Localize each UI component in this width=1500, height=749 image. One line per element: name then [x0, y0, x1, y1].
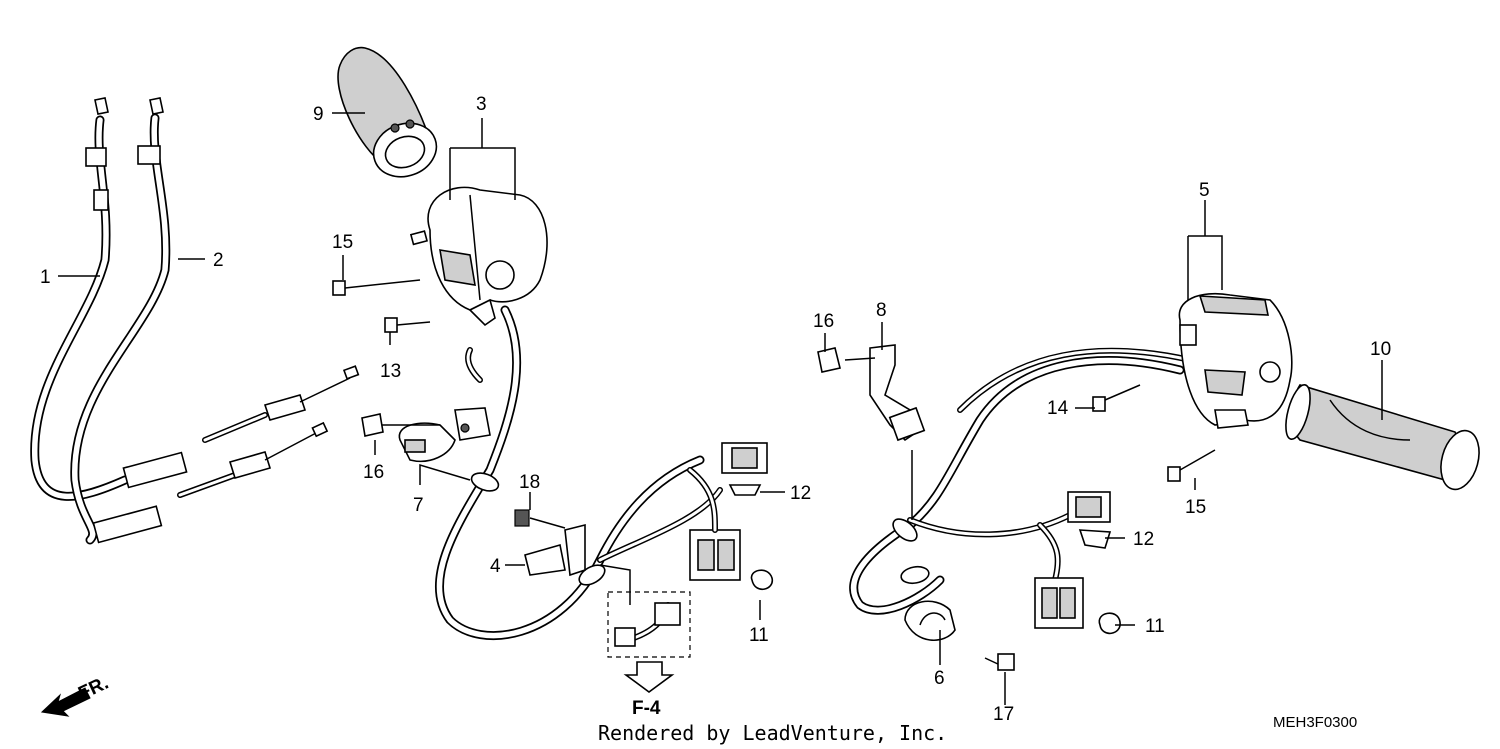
left-screws	[332, 279, 431, 333]
bracket-8	[817, 344, 926, 442]
clutch-switch-7	[361, 407, 491, 462]
reference-label: F-4	[632, 698, 661, 719]
callout-6: 6	[934, 668, 945, 689]
throttle-cable-2	[70, 97, 329, 545]
throttle-cable-1	[30, 97, 360, 501]
callout-9: 9	[313, 104, 324, 125]
callout-4: 4	[490, 556, 501, 577]
throttle-grip-9	[337, 46, 438, 178]
callout-2: 2	[213, 250, 224, 271]
callout-12-left: 12	[790, 483, 811, 504]
callout-16-right: 16	[813, 311, 834, 332]
callout-17: 17	[993, 704, 1014, 725]
diagram-code: MEH3F0300	[1273, 714, 1357, 731]
leader-lines	[58, 112, 1383, 705]
callout-7: 7	[413, 495, 424, 516]
callout-14: 14	[1047, 398, 1069, 419]
right-screws	[1092, 384, 1216, 482]
callout-15-left: 15	[332, 232, 353, 253]
callout-8: 8	[876, 300, 887, 321]
callout-15-right: 15	[1185, 497, 1206, 518]
callout-13: 13	[380, 361, 401, 382]
credit-text: Rendered by LeadVenture, Inc.	[598, 721, 947, 745]
left-switch-housing-3	[409, 186, 548, 327]
front-direction-marker: FR.	[40, 673, 112, 717]
callout-11-left: 11	[749, 625, 769, 646]
callout-1: 1	[40, 267, 51, 288]
callout-11-right: 11	[1145, 616, 1165, 637]
callout-10: 10	[1370, 339, 1391, 360]
callout-3: 3	[476, 94, 487, 115]
reference-arrow: F-4	[623, 661, 675, 719]
right-wire-harness	[849, 347, 1193, 671]
right-grip-10	[1285, 384, 1480, 491]
right-switch-housing-5	[1178, 293, 1293, 429]
callout-12-right: 12	[1133, 529, 1154, 550]
left-wire-harness	[435, 305, 773, 658]
callout-5: 5	[1199, 180, 1210, 201]
callout-16-left: 16	[363, 462, 384, 483]
callout-18: 18	[519, 472, 540, 493]
